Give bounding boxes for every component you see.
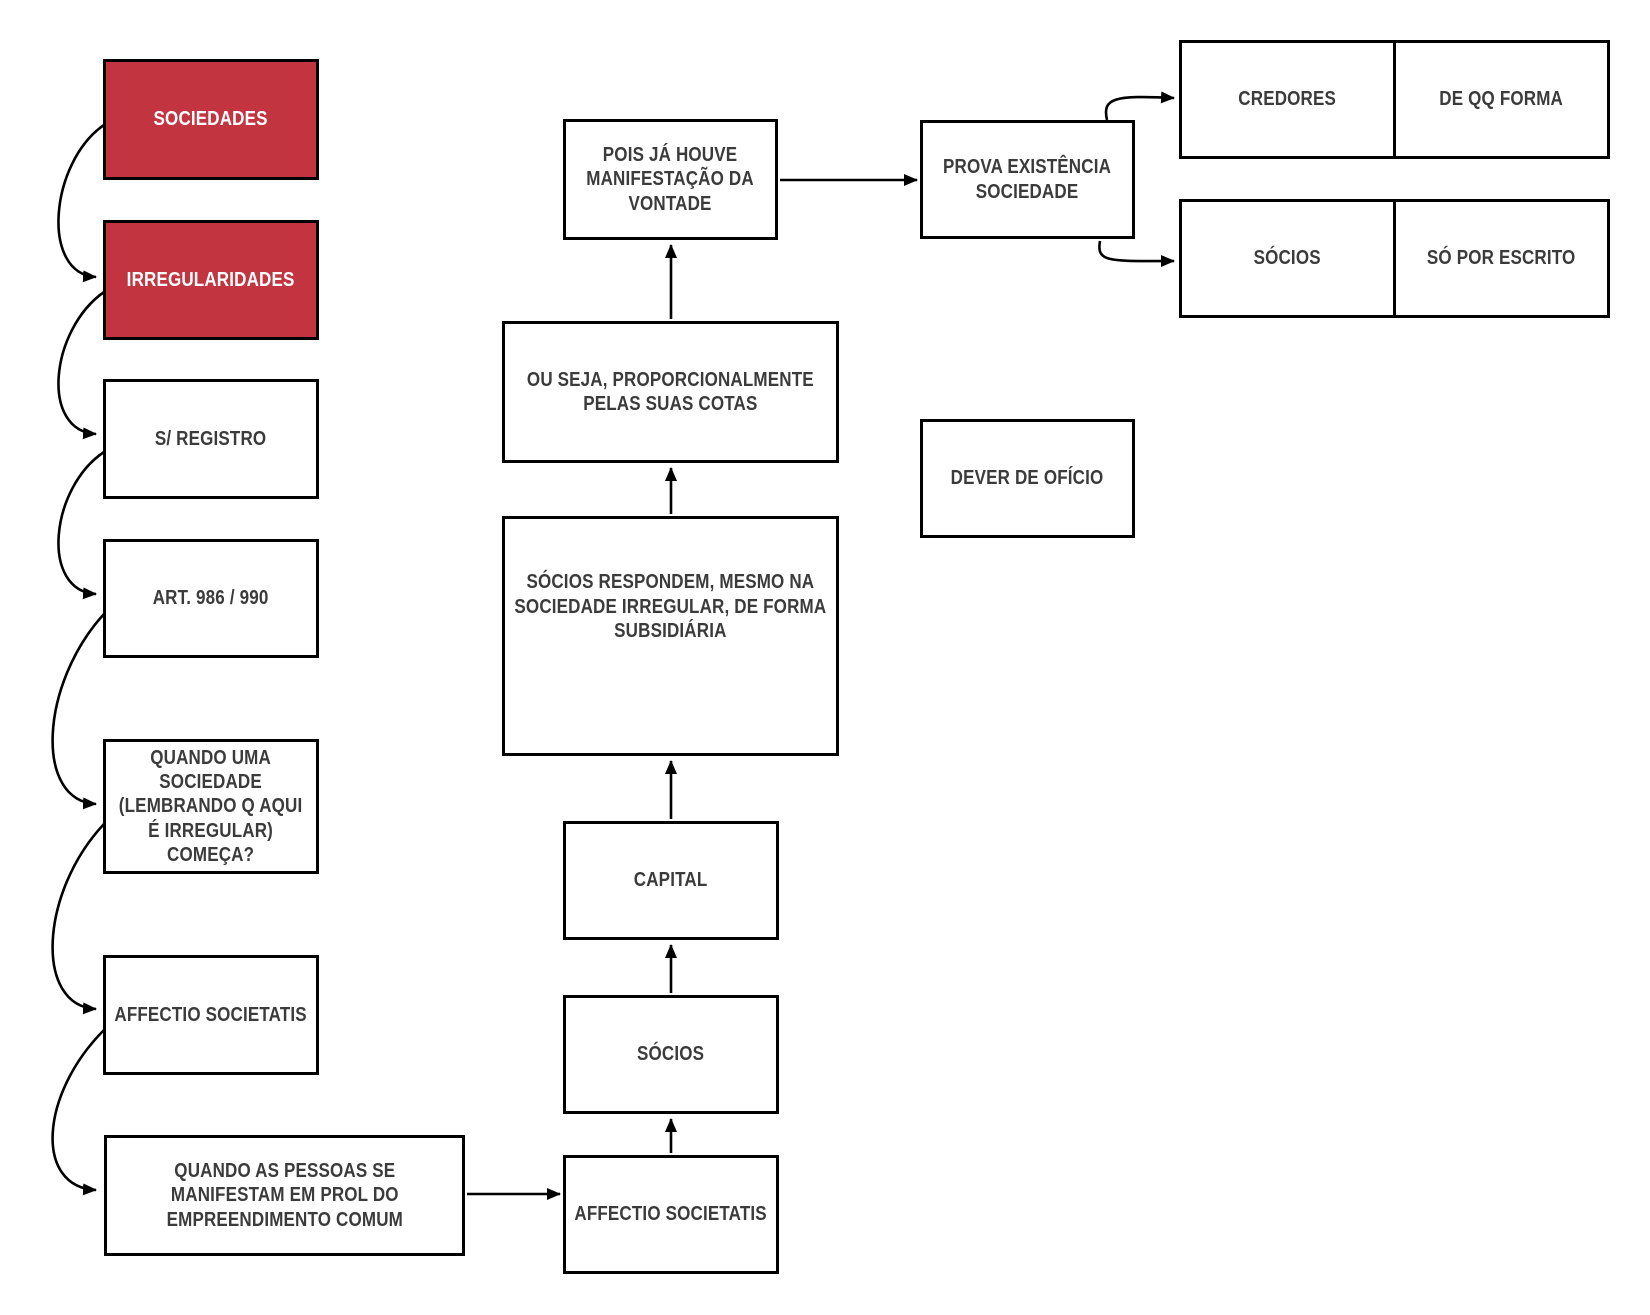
node-affectio-societatis-esquerda: AFFECTIO SOCIETATIS <box>103 955 319 1075</box>
cell-de-qq-forma: DE QQ FORMA <box>1393 43 1607 156</box>
node-irregularidades-label: IRREGULARIDADES <box>127 268 295 291</box>
cell-credores: CREDORES <box>1182 43 1393 156</box>
node-socios-row: SÓCIOS SÓ POR ESCRITO <box>1179 199 1610 318</box>
node-irregularidades: IRREGULARIDADES <box>103 220 319 340</box>
node-affectio-societatis-esquerda-label: AFFECTIO SOCIETATIS <box>114 1003 308 1026</box>
node-quando-as-pessoas: QUANDO AS PESSOAS SE MANIFESTAM EM PROL … <box>104 1135 465 1256</box>
cell-socios-direita-label: SÓCIOS <box>1253 247 1322 270</box>
node-prova-existencia-label: PROVA EXISTÊNCIA SOCIEDADE <box>943 156 1112 203</box>
cell-credores-label: CREDORES <box>1238 88 1337 111</box>
node-sociedades-label: SOCIEDADES <box>153 108 269 131</box>
node-socios-respondem-label: SÓCIOS RESPONDEM, MESMO NA SOCIEDADE IRR… <box>514 571 827 643</box>
arrow-prova-to-credores <box>1104 91 1175 121</box>
node-socios-meio-label: SÓCIOS <box>637 1043 705 1066</box>
cell-so-por-escrito-label: SÓ POR ESCRITO <box>1427 247 1576 270</box>
cell-socios-direita: SÓCIOS <box>1182 202 1393 315</box>
node-dever-de-oficio: DEVER DE OFÍCIO <box>920 419 1135 538</box>
node-art-986-990: ART. 986 / 990 <box>103 539 319 658</box>
node-ou-seja-label: OU SEJA, PROPORCIONALMENTE PELAS SUAS CO… <box>527 368 814 415</box>
node-affectio-societatis-meio: AFFECTIO SOCIETATIS <box>563 1155 779 1274</box>
node-affectio-societatis-meio-label: AFFECTIO SOCIETATIS <box>574 1203 768 1226</box>
node-quando-uma-sociedade: QUANDO UMA SOCIEDADE (LEMBRANDO Q AQUI É… <box>103 739 319 874</box>
node-quando-as-pessoas-label: QUANDO AS PESSOAS SE MANIFESTAM EM PROL … <box>166 1159 403 1231</box>
arrow-irregularidades-to-s-registro <box>57 290 105 440</box>
cell-so-por-escrito: SÓ POR ESCRITO <box>1393 202 1607 315</box>
node-s-registro-label: S/ REGISTRO <box>155 427 267 450</box>
node-pois-ja-houve-label: POIS JÁ HOUVE MANIFESTAÇÃO DA VONTADE <box>586 143 755 215</box>
arrow-affectio-to-quando-pessoas <box>51 1029 105 1196</box>
node-dever-de-oficio-label: DEVER DE OFÍCIO <box>951 467 1104 490</box>
arrow-prova-to-socios-dir <box>1098 240 1175 268</box>
arrow-art-to-quando-uma <box>51 613 105 810</box>
node-socios-meio: SÓCIOS <box>563 995 779 1114</box>
node-prova-existencia: PROVA EXISTÊNCIA SOCIEDADE <box>920 120 1135 239</box>
node-capital-label: CAPITAL <box>634 869 708 892</box>
node-capital: CAPITAL <box>563 821 779 940</box>
cell-de-qq-forma-label: DE QQ FORMA <box>1439 88 1564 111</box>
node-credores-row: CREDORES DE QQ FORMA <box>1179 40 1610 159</box>
node-quando-uma-sociedade-label: QUANDO UMA SOCIEDADE (LEMBRANDO Q AQUI É… <box>119 746 303 867</box>
node-sociedades: SOCIEDADES <box>103 59 319 180</box>
arrow-s-registro-to-art <box>57 450 105 600</box>
node-art-986-990-label: ART. 986 / 990 <box>153 587 269 610</box>
arrow-quando-uma-to-affectio <box>51 823 105 1015</box>
node-pois-ja-houve: POIS JÁ HOUVE MANIFESTAÇÃO DA VONTADE <box>563 119 778 240</box>
arrow-sociedades-to-irregularidades <box>57 123 105 283</box>
node-s-registro: S/ REGISTRO <box>103 379 319 499</box>
node-ou-seja: OU SEJA, PROPORCIONALMENTE PELAS SUAS CO… <box>502 321 839 463</box>
node-socios-respondem: SÓCIOS RESPONDEM, MESMO NA SOCIEDADE IRR… <box>502 516 839 756</box>
